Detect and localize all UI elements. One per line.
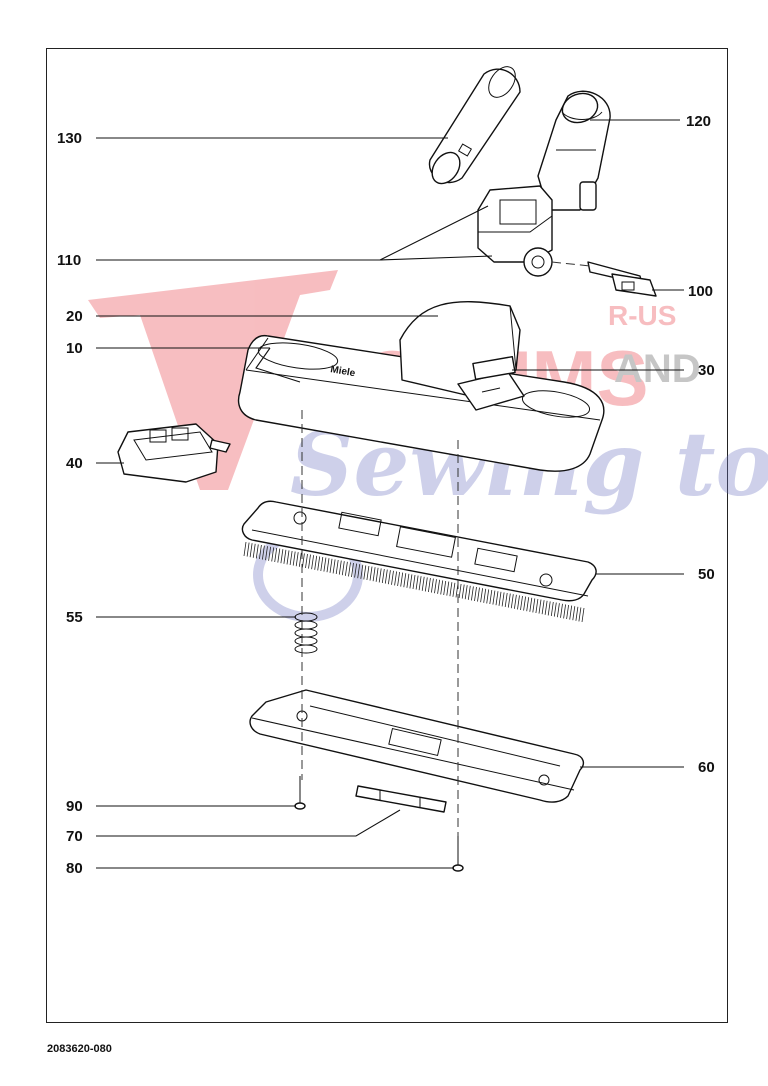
part-70-strip [355, 785, 447, 813]
callout-50: 50 [698, 566, 715, 583]
part-50-brush-bristles [243, 541, 585, 623]
watermark-v-shape [88, 270, 338, 490]
callout-120: 120 [686, 113, 711, 130]
part-40-clip-holder [117, 423, 231, 483]
brand-logo-text: Miele [329, 364, 356, 379]
part-90-short-screw [294, 776, 306, 810]
part-30-pedal-switch [457, 355, 525, 411]
part-60-base-plate [249, 689, 585, 803]
part-120-swivel-elbow [537, 90, 611, 211]
leader-lines [96, 119, 684, 869]
callout-10: 10 [66, 340, 83, 357]
part-100-axle-pin [587, 261, 657, 297]
watermark-and-text: AND [614, 347, 701, 391]
axle-guide-line [551, 261, 591, 267]
drawing-frame [46, 48, 728, 1023]
callout-60: 60 [698, 759, 715, 776]
callout-80: 80 [66, 860, 83, 877]
callout-100: 100 [688, 283, 713, 300]
callout-130: 130 [57, 130, 82, 147]
callout-70: 70 [66, 828, 83, 845]
callout-30: 30 [698, 362, 715, 379]
callout-20: 20 [66, 308, 83, 325]
callout-40: 40 [66, 455, 83, 472]
document-number: 2083620-080 [47, 1043, 112, 1055]
callout-55: 55 [66, 609, 83, 626]
part-130-tube [428, 66, 521, 185]
part-80-long-screw [452, 834, 464, 872]
callout-110: 110 [57, 252, 81, 269]
part-10-housing-top: Miele [237, 334, 605, 472]
part-50-brush-plate [241, 500, 597, 602]
part-110-joint-housing [477, 185, 553, 277]
watermark-r-us-text: R-US [608, 300, 676, 331]
callout-90: 90 [66, 798, 83, 815]
